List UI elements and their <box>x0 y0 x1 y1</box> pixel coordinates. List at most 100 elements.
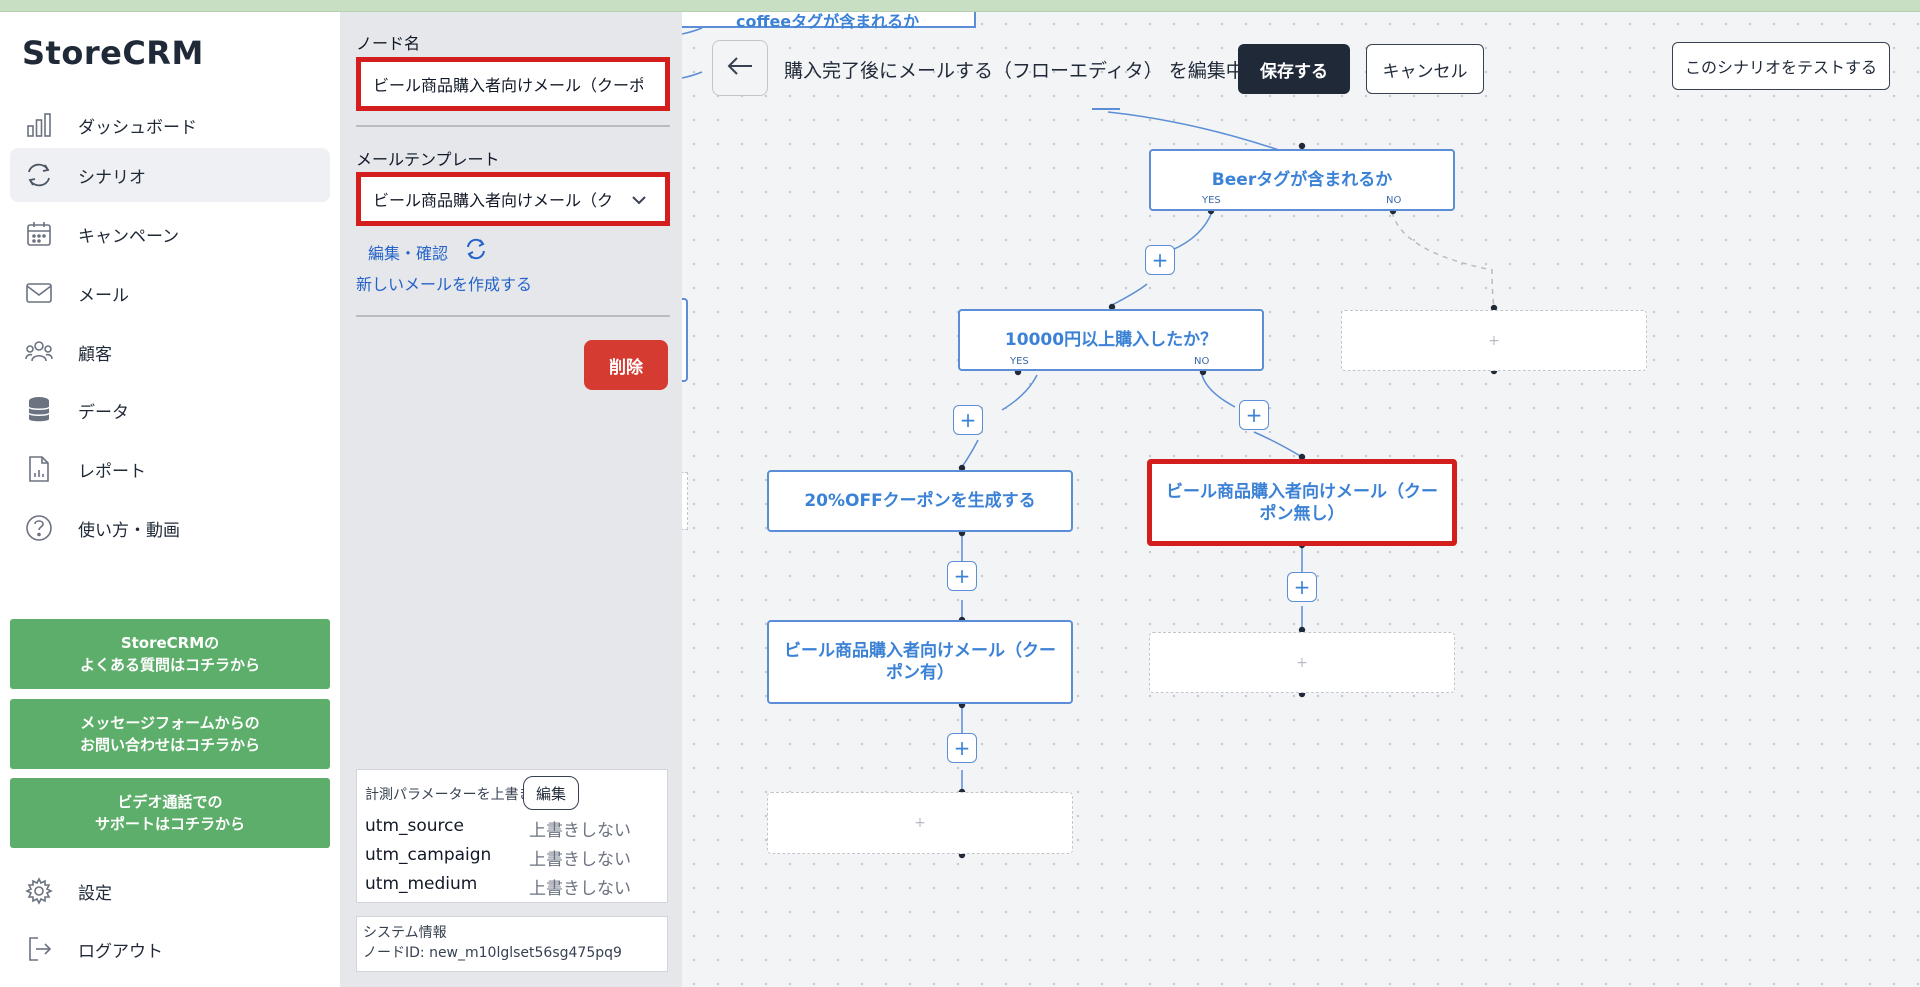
mail-template-label: メールテンプレート <box>356 150 500 169</box>
cancel-button[interactable]: キャンセル <box>1366 44 1484 94</box>
node-coupon-generate[interactable]: 20%OFFクーポンを生成する <box>767 470 1073 532</box>
beer-yes-label: YES <box>1202 195 1221 206</box>
node-id-text: ノードID: new_m10lglset56sg475pq9 <box>363 945 622 961</box>
param-value: 上書きしない <box>529 879 631 899</box>
tracking-params-box: 計測パラメーターを上書き 編集 utm_source 上書きしない utm_ca… <box>356 769 668 903</box>
sidebar: StoreCRM ダッシュボード シナリオ キャンペーン メール 顧客 データ <box>0 12 340 987</box>
sidebar-item-label: キャンペーン <box>78 226 180 247</box>
add-node-button[interactable]: + <box>947 561 977 591</box>
empty-node-beer-no[interactable]: + <box>1341 310 1647 371</box>
faq-button-line2: よくある質問はコチラから <box>79 656 260 674</box>
video-call-button-line2: サポートはコチラから <box>94 815 245 833</box>
sidebar-item-mail[interactable]: メール <box>10 266 330 320</box>
param-key: utm_medium <box>365 874 478 894</box>
flow-canvas[interactable]: coffeeタグが含まれるか Beerタグが含まれるか YES NO + 100… <box>682 12 1920 987</box>
top-strip <box>0 0 1920 12</box>
node-mail-no-coupon[interactable]: ビール商品購入者向けメール（クー ポン無し） <box>1147 459 1457 546</box>
add-node-button[interactable]: + <box>953 405 983 435</box>
help-circle-icon <box>24 513 54 543</box>
chevron-down-icon <box>631 191 647 210</box>
sidebar-item-customers[interactable]: 顧客 <box>10 325 330 379</box>
partial-empty-left[interactable] <box>682 472 688 530</box>
sidebar-item-label: メール <box>78 285 129 306</box>
partial-node-coffee[interactable]: coffeeタグが含まれるか <box>682 12 976 31</box>
add-node-button[interactable]: + <box>1287 572 1317 602</box>
reload-icon[interactable] <box>464 237 488 265</box>
system-info-box: システム情報 ノードID: new_m10lglset56sg475pq9 <box>356 916 668 972</box>
sidebar-item-label: ダッシュボード <box>78 117 197 138</box>
sidebar-item-settings[interactable]: 設定 <box>10 864 330 918</box>
bar-chart-icon <box>24 110 54 140</box>
sidebar-item-label: 顧客 <box>78 344 112 365</box>
divider <box>356 315 670 317</box>
tracking-params-heading: 計測パラメーターを上書き <box>365 787 533 803</box>
node-name-label: ノード名 <box>356 34 421 53</box>
param-key: utm_source <box>365 816 464 836</box>
empty-node-after-mail-no-coupon[interactable]: + <box>1149 632 1455 693</box>
logout-icon <box>24 934 54 964</box>
beer-no-label: NO <box>1386 195 1402 206</box>
arrow-left-icon <box>726 55 754 81</box>
sidebar-item-logout[interactable]: ログアウト <box>10 922 330 976</box>
add-node-button[interactable]: + <box>947 733 977 763</box>
partial-node-left[interactable] <box>682 298 688 382</box>
create-new-mail-link[interactable]: 新しいメールを作成する <box>356 275 533 294</box>
sidebar-item-label: データ <box>78 402 129 423</box>
faq-button[interactable]: StoreCRMの よくある質問はコチラから <box>10 619 330 689</box>
sidebar-item-report[interactable]: レポート <box>10 442 330 496</box>
node-mail-with-coupon-line1: ビール商品購入者向けメール（クー <box>784 641 1056 661</box>
page-title: 購入完了後にメールする（フローエディタ） を編集中 <box>784 60 1245 82</box>
video-call-support-button[interactable]: ビデオ通話での サポートはコチラから <box>10 778 330 848</box>
partial-node-bottom-edge <box>1092 108 1120 110</box>
faq-button-line1: StoreCRMの <box>120 634 220 652</box>
sidebar-item-campaign[interactable]: キャンペーン <box>10 207 330 261</box>
sidebar-item-label: レポート <box>78 461 146 482</box>
node-mail-no-coupon-line2: ポン無し） <box>1259 503 1345 524</box>
param-value: 上書きしない <box>529 821 631 841</box>
edit-params-button[interactable]: 編集 <box>523 776 579 810</box>
partial-node-coffee-label: coffeeタグが含まれるか <box>736 12 920 31</box>
delete-button[interactable]: 削除 <box>584 340 668 390</box>
add-node-button[interactable]: + <box>1239 400 1269 430</box>
gear-icon <box>24 876 54 906</box>
database-icon <box>24 395 54 425</box>
sidebar-item-dashboard[interactable]: ダッシュボード <box>10 98 330 152</box>
test-scenario-button[interactable]: このシナリオをテストする <box>1672 42 1890 90</box>
edit-confirm-link[interactable]: 編集・確認 <box>368 244 449 263</box>
divider <box>356 125 670 127</box>
sidebar-item-howto[interactable]: 使い方・動画 <box>10 501 330 555</box>
sidebar-item-label: ログアウト <box>78 941 163 962</box>
node-mail-with-coupon-line2: ポン有） <box>886 663 954 683</box>
add-node-button[interactable]: + <box>1145 245 1175 275</box>
contact-form-button-line1: メッセージフォームからの <box>80 714 260 732</box>
node-mail-no-coupon-line1: ビール商品購入者向けメール（クー <box>1166 481 1438 502</box>
amount-no-label: NO <box>1194 356 1210 367</box>
amount-yes-label: YES <box>1010 356 1029 367</box>
sidebar-item-scenario[interactable]: シナリオ <box>10 148 330 202</box>
param-value: 上書きしない <box>529 850 631 870</box>
report-icon <box>24 454 54 484</box>
mail-template-value: ビール商品購入者向けメール（ク <box>373 191 614 210</box>
node-coupon-generate-label: 20%OFFクーポンを生成する <box>804 491 1036 511</box>
sidebar-item-label: シナリオ <box>78 167 146 188</box>
param-key: utm_campaign <box>365 845 492 865</box>
sidebar-item-label: 設定 <box>78 883 112 904</box>
mail-icon <box>24 278 54 308</box>
node-amount-condition-label: 10000円以上購入したか？ <box>1004 330 1218 350</box>
contact-form-button-line2: お問い合わせはコチラから <box>79 736 260 754</box>
contact-form-button[interactable]: メッセージフォームからの お問い合わせはコチラから <box>10 699 330 769</box>
back-button[interactable] <box>712 40 768 96</box>
brand-logo: StoreCRM <box>22 34 204 72</box>
mail-template-select[interactable]: ビール商品購入者向けメール（ク <box>356 172 670 226</box>
sidebar-item-data[interactable]: データ <box>10 383 330 437</box>
node-mail-with-coupon[interactable]: ビール商品購入者向けメール（クー ポン有） <box>767 620 1073 704</box>
save-button[interactable]: 保存する <box>1238 44 1350 94</box>
refresh-icon <box>24 160 54 190</box>
calendar-icon <box>24 219 54 249</box>
sidebar-item-label: 使い方・動画 <box>78 520 180 541</box>
empty-node-after-mail-with-coupon[interactable]: + <box>767 792 1073 854</box>
node-beer-tag-condition[interactable]: Beerタグが含まれるか <box>1149 149 1455 211</box>
node-amount-condition[interactable]: 10000円以上購入したか？ <box>958 309 1264 371</box>
